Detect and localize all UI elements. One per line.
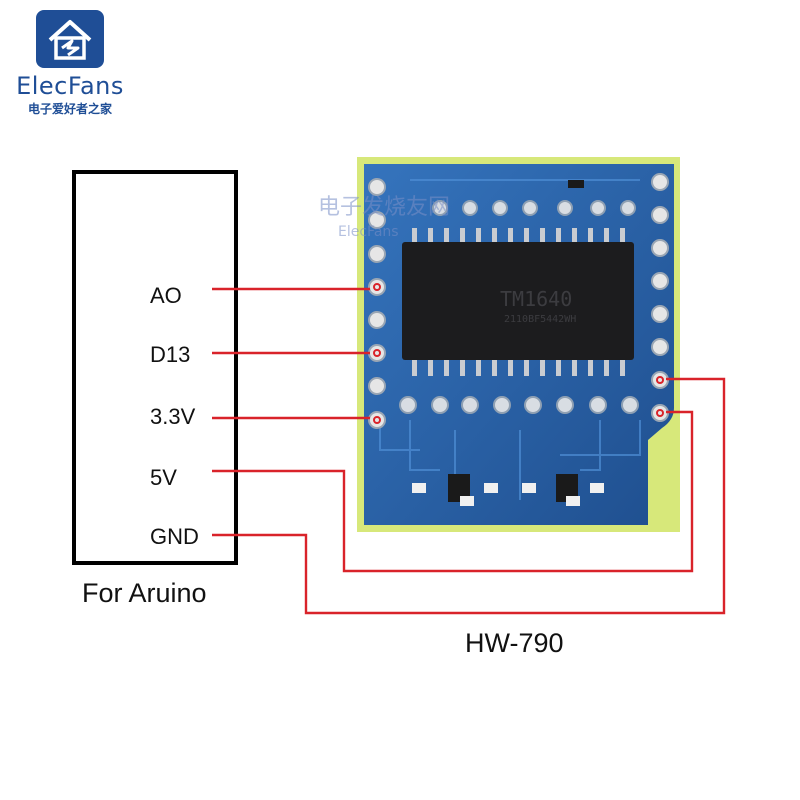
logo-name: ElecFans [16,72,124,100]
arduino-box [72,170,238,565]
wire-5v [212,410,694,573]
wire-gnd [212,377,726,615]
watermark-cn: 电子发烧友网 [318,195,450,220]
elecfans-logo: ElecFans 电子爱好者之家 [8,6,128,116]
pin-label-d13: D13 [150,342,191,367]
hw790-board: TM1640 2110BF5442WH [357,157,680,532]
logo-subtitle: 电子爱好者之家 [27,102,112,116]
module-caption: HW-790 [465,628,564,658]
pin-label-3v3: 3.3V [150,404,196,429]
logo-house-icon [36,10,104,68]
pin-label-ao: AO [150,283,182,308]
chip-label: TM1640 [500,287,572,311]
smd-components [412,180,604,506]
arduino-caption: For Aruino [82,578,207,608]
chip-code: 2110BF5442WH [504,314,576,325]
wires [212,287,726,615]
watermark-en: ElecFans [338,224,399,240]
pin-label-gnd: GND [150,524,199,549]
tm1640-chip [402,242,634,360]
pin-label-5v: 5V [150,465,177,490]
